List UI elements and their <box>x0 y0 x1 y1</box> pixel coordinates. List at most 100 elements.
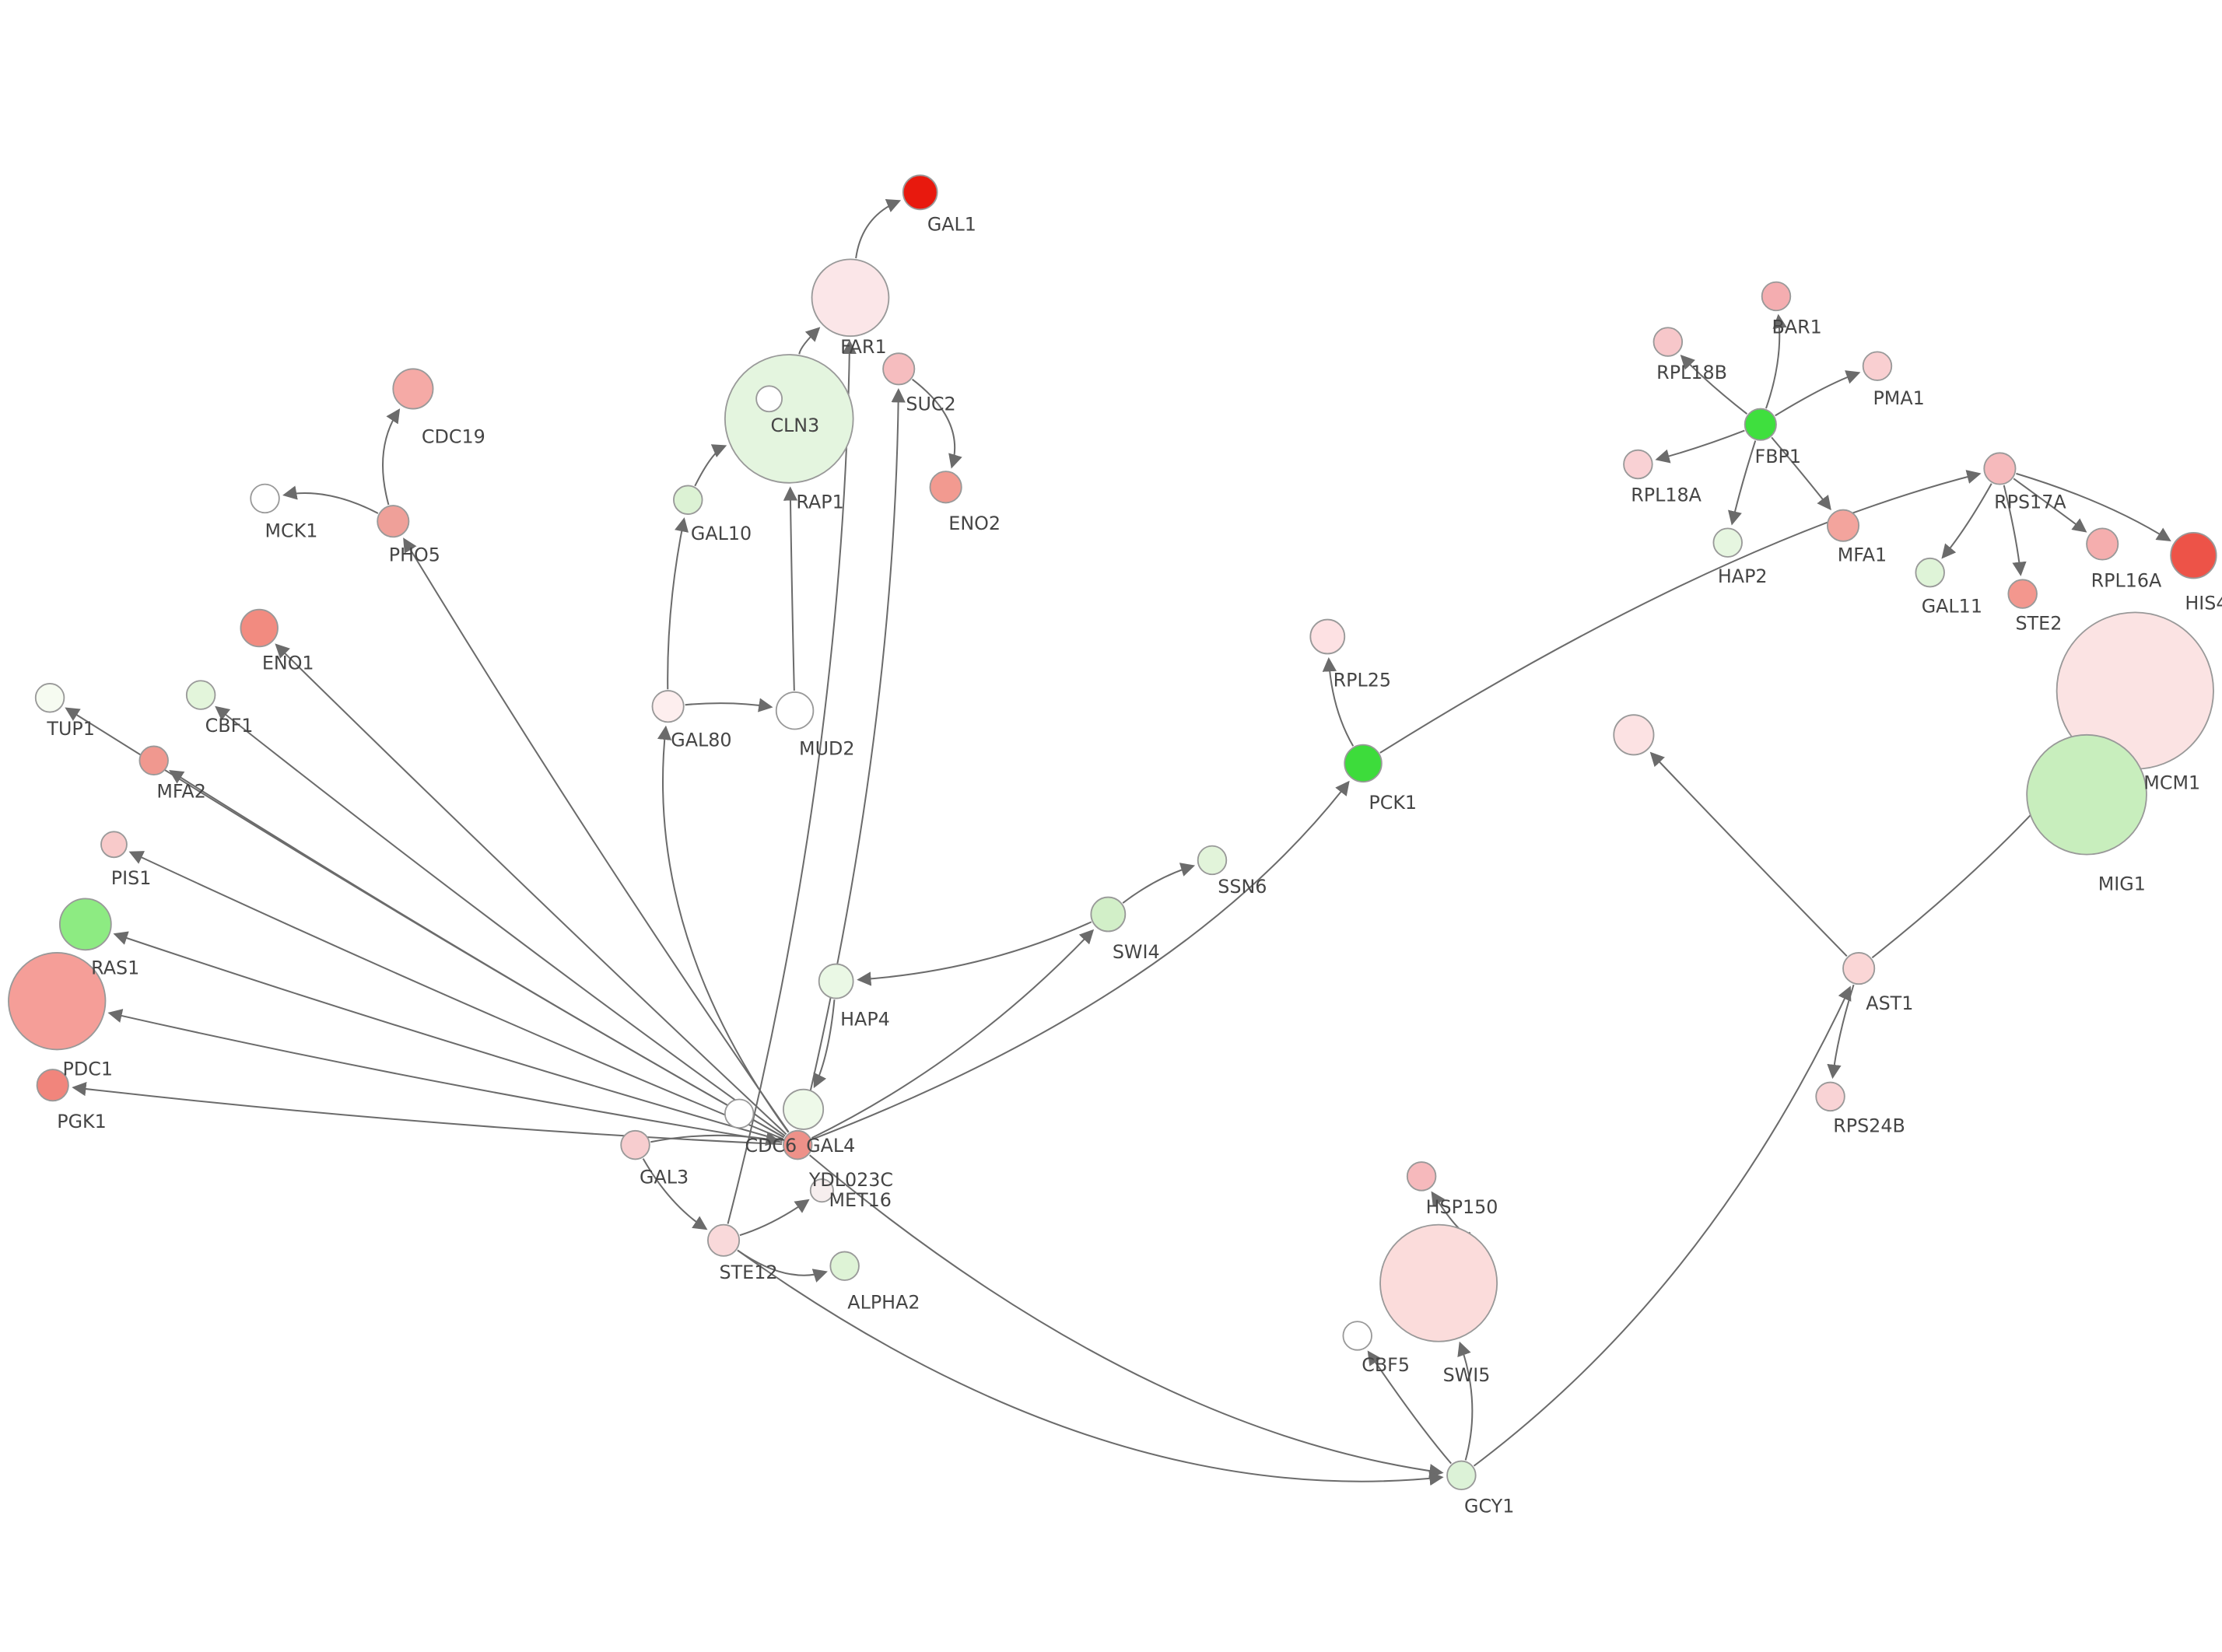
node-ydl023c[interactable] <box>783 1088 825 1130</box>
node-ste2[interactable] <box>2007 579 2038 609</box>
node-hap2[interactable] <box>1712 527 1743 558</box>
node-rpl18b[interactable] <box>1652 327 1684 357</box>
node-gal80[interactable] <box>651 690 685 723</box>
edge-gal4-swi4[interactable] <box>811 929 1095 1139</box>
edge-gal10-cln3[interactable] <box>694 444 727 487</box>
node-gcy1[interactable] <box>1446 1460 1477 1491</box>
edge-fbp1-pma1[interactable] <box>1775 370 1861 417</box>
node-mig1[interactable] <box>2026 733 2147 856</box>
edge-gal80-mud2[interactable] <box>685 698 773 712</box>
node-rpl18a[interactable] <box>1623 449 1653 480</box>
edge-gal4-pho5[interactable] <box>403 537 790 1133</box>
node-ast1[interactable] <box>1842 952 1876 985</box>
node-rpl16a[interactable] <box>2086 527 2119 561</box>
edge-rps17a-his4[interactable] <box>2016 472 2171 542</box>
edge-rps17a-ste2[interactable] <box>2003 485 2027 576</box>
node-rps24b[interactable] <box>1815 1081 1845 1112</box>
node-gal3[interactable] <box>620 1129 650 1160</box>
edge-fbp1-rpl18a[interactable] <box>1655 429 1745 464</box>
edge-mud2-cln3[interactable] <box>783 486 798 691</box>
edge-gal4-ras1[interactable] <box>113 931 783 1142</box>
node-cln3[interactable] <box>724 354 854 484</box>
node-cbf5[interactable] <box>1342 1321 1372 1351</box>
node-swi4[interactable] <box>1090 896 1127 933</box>
node-pdc1[interactable] <box>8 952 107 1051</box>
edge-gal4-pck1[interactable] <box>811 780 1350 1140</box>
edge-gal4-tup1[interactable] <box>65 707 785 1139</box>
edge-gcy1-ast1[interactable] <box>1473 985 1852 1467</box>
edge-gal3-gal4[interactable] <box>650 1132 780 1146</box>
node-mfa2[interactable] <box>138 745 169 776</box>
node-alpha2[interactable] <box>829 1251 860 1281</box>
edge-gcy1-cbf5[interactable] <box>1367 1350 1452 1465</box>
edge-rps17a-gal11[interactable] <box>1941 483 1992 559</box>
edge-gal3-ste12[interactable] <box>642 1158 708 1230</box>
node-eno1[interactable] <box>240 608 279 648</box>
node-ras1[interactable] <box>58 898 112 951</box>
edge-suc2-eno2[interactable] <box>911 378 962 469</box>
node-cdc19[interactable] <box>392 368 434 410</box>
edge-ste12-far1[interactable] <box>727 339 857 1224</box>
edge-ste12-alpha2[interactable] <box>737 1249 828 1283</box>
edge-ast1-rps24b[interactable] <box>1827 984 1855 1080</box>
node-cbf1[interactable] <box>185 680 216 710</box>
node-ssn6[interactable] <box>1197 845 1228 876</box>
edge-ste12-met16[interactable] <box>739 1199 810 1237</box>
edge-gal4-cbf1[interactable] <box>215 705 786 1137</box>
node-met16[interactable] <box>809 1178 834 1203</box>
edge-gal4-suc2[interactable] <box>801 388 906 1130</box>
edge-pho5-cdc19[interactable] <box>382 408 401 506</box>
node-cdc6[interactable] <box>724 1098 755 1129</box>
edge-hap4-ydl023c[interactable] <box>813 999 836 1089</box>
edge-pho5-mck1[interactable] <box>282 485 379 514</box>
node-mck1[interactable] <box>250 483 280 514</box>
node-his4[interactable] <box>2170 531 2217 579</box>
edge-swi4-ssn6[interactable] <box>1122 863 1196 904</box>
edge-fbp1-rpl18b[interactable] <box>1680 355 1748 415</box>
node-hsp150[interactable] <box>1406 1161 1437 1192</box>
node-rps17a[interactable] <box>1983 452 2017 485</box>
node-swi5[interactable] <box>1379 1223 1498 1342</box>
edge-gal4-mfa2[interactable] <box>169 770 785 1139</box>
node-pis1[interactable] <box>100 831 128 859</box>
node-far1[interactable] <box>811 258 890 338</box>
node-hap4[interactable] <box>818 963 854 999</box>
node-pho5[interactable] <box>377 505 410 538</box>
edge-gal4-pdc1[interactable] <box>107 1009 783 1143</box>
node-bar1[interactable] <box>1761 281 1792 312</box>
edge-ast1-unnamed[interactable] <box>1649 751 1848 957</box>
node-mud2[interactable] <box>775 691 815 730</box>
node-eno2[interactable] <box>929 471 962 504</box>
edge-swi4-hap4[interactable] <box>857 921 1092 986</box>
edge-pck1-rps17a[interactable] <box>1379 470 1982 754</box>
node-gal11[interactable] <box>1915 557 1945 588</box>
node-pgk1[interactable] <box>36 1069 69 1102</box>
edge-gal4-gal80[interactable] <box>657 725 790 1133</box>
edge-pck1-rpl25[interactable] <box>1322 657 1355 747</box>
edge-gal4-pis1[interactable] <box>128 851 783 1140</box>
node-pck1[interactable] <box>1344 744 1383 783</box>
edge-gal4-eno1[interactable] <box>275 643 787 1136</box>
edge-far1-gal1[interactable] <box>855 199 902 259</box>
node-tup1[interactable] <box>34 683 65 713</box>
edge-rps17a-rpl16a[interactable] <box>2013 478 2087 533</box>
node-fbp1[interactable] <box>1744 408 1777 441</box>
node-rap1[interactable] <box>755 385 783 413</box>
edge-cln3-far1[interactable] <box>798 327 821 355</box>
node-pma1[interactable] <box>1862 351 1893 381</box>
node-rpl25[interactable] <box>1309 618 1346 655</box>
edge-ste12-gcy1[interactable] <box>737 1249 1444 1486</box>
edge-fbp1-hap2[interactable] <box>1728 440 1757 526</box>
edge-fbp1-bar1[interactable] <box>1765 313 1787 409</box>
node-unlabeled[interactable] <box>1613 714 1655 756</box>
node-gal1[interactable] <box>902 174 938 211</box>
edge-fbp1-mfa1[interactable] <box>1771 436 1831 511</box>
node-ste12[interactable] <box>706 1223 741 1257</box>
node-mfa1[interactable] <box>1826 509 1860 542</box>
node-gal10[interactable] <box>673 485 703 515</box>
node-suc2[interactable] <box>882 352 916 386</box>
node-gal4[interactable] <box>783 1129 813 1160</box>
edge-gcy1-swi5[interactable] <box>1457 1341 1474 1461</box>
